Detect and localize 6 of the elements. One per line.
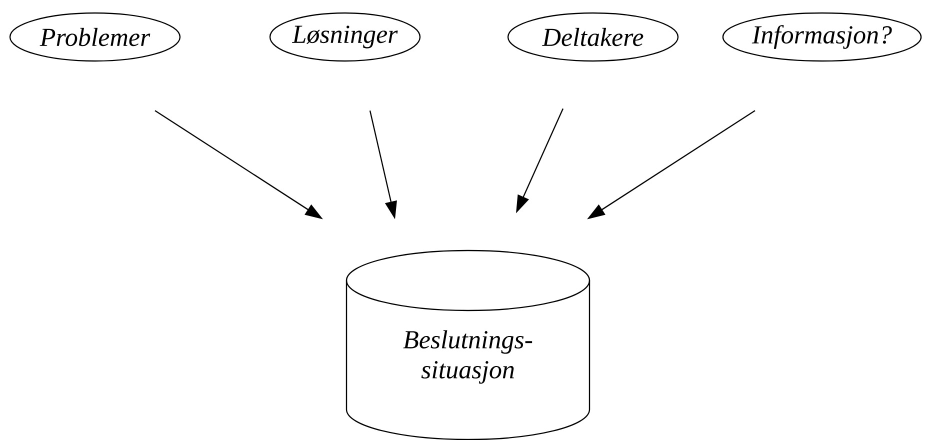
node-label: Beslutnings- situasjon (403, 330, 532, 384)
ellipse-node: Løsninger (269, 12, 421, 62)
ellipse-node: Problemer (9, 12, 181, 62)
ellipse-node: Deltakere (507, 12, 679, 62)
ellipse-node: Informasjon? (722, 12, 922, 62)
cylinder-node: Beslutnings- situasjon (346, 250, 590, 440)
